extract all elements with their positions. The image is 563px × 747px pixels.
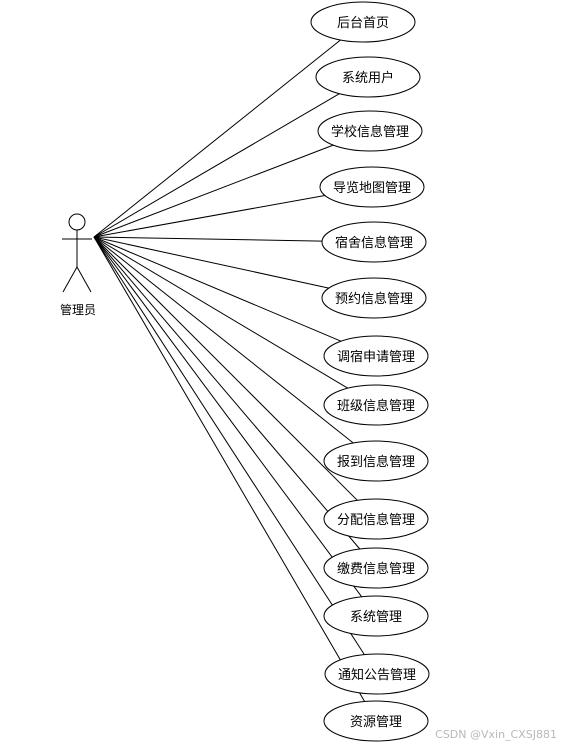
use-case-ellipse xyxy=(323,335,429,377)
use-case-label: 调宿申请管理 xyxy=(337,349,415,365)
association-line xyxy=(93,144,334,238)
use-case-label: 系统管理 xyxy=(350,610,402,625)
use-case: 资源管理 xyxy=(323,700,429,742)
use-case-ellipse xyxy=(315,56,421,98)
use-case-ellipse xyxy=(310,1,416,43)
use-case: 导览地图管理 xyxy=(319,166,425,208)
association-line xyxy=(93,39,341,238)
association-line xyxy=(93,236,365,655)
association-line xyxy=(93,93,340,238)
use-case-label: 通知公告管理 xyxy=(338,667,416,683)
association-line xyxy=(93,236,329,289)
actor-label: 管理员 xyxy=(60,302,96,317)
use-case-label: 后台首页 xyxy=(337,16,389,31)
actor-left-leg xyxy=(62,266,78,293)
use-case-ellipse xyxy=(321,277,427,319)
association-line xyxy=(93,236,323,242)
association-lines xyxy=(93,39,366,702)
use-case-ellipse xyxy=(323,498,429,540)
use-case: 后台首页 xyxy=(310,1,416,43)
use-case-ellipse xyxy=(317,110,423,152)
association-line xyxy=(93,236,366,702)
use-case-ellipse xyxy=(323,595,429,637)
use-cases: 后台首页系统用户学校信息管理导览地图管理宿舍信息管理预约信息管理调宿申请管理班级… xyxy=(310,1,430,742)
association-line xyxy=(93,236,349,389)
use-case-label: 班级信息管理 xyxy=(337,398,415,414)
use-case: 班级信息管理 xyxy=(323,384,429,426)
use-case: 调宿申请管理 xyxy=(323,335,429,377)
watermark: CSDN @Vxin_CXSJ881 xyxy=(435,728,557,741)
use-case-label: 系统用户 xyxy=(342,70,394,86)
use-case-ellipse xyxy=(319,166,425,208)
use-case-label: 宿舍信息管理 xyxy=(335,235,413,251)
use-case-label: 学校信息管理 xyxy=(331,124,409,140)
association-line xyxy=(93,236,363,598)
association-line xyxy=(93,236,354,444)
use-case-label: 分配信息管理 xyxy=(337,512,415,528)
use-case-label: 导览地图管理 xyxy=(333,180,411,196)
use-case: 通知公告管理 xyxy=(324,653,430,695)
association-line xyxy=(93,236,361,550)
use-case: 报到信息管理 xyxy=(323,440,429,482)
use-case-label: 资源管理 xyxy=(350,715,402,730)
use-case-ellipse xyxy=(324,653,430,695)
actor: 管理员 xyxy=(60,213,96,317)
use-case: 缴费信息管理 xyxy=(323,547,429,589)
use-case-ellipse xyxy=(323,384,429,426)
use-case-label: 预约信息管理 xyxy=(335,291,413,307)
use-case: 系统管理 xyxy=(323,595,429,637)
actor-right-leg xyxy=(76,266,92,293)
use-case: 预约信息管理 xyxy=(321,277,427,319)
use-case-ellipse xyxy=(323,440,429,482)
association-line xyxy=(93,195,325,238)
use-case-ellipse xyxy=(323,547,429,589)
association-line xyxy=(93,236,342,342)
association-line xyxy=(93,236,358,501)
use-case: 宿舍信息管理 xyxy=(321,221,427,263)
use-case-label: 报到信息管理 xyxy=(337,454,415,470)
actor-head xyxy=(68,213,86,231)
use-case: 分配信息管理 xyxy=(323,498,429,540)
use-case-ellipse xyxy=(323,700,429,742)
use-case: 系统用户 xyxy=(315,56,421,98)
use-case-ellipse xyxy=(321,221,427,263)
use-case-label: 缴费信息管理 xyxy=(337,561,415,577)
use-case: 学校信息管理 xyxy=(317,110,423,152)
